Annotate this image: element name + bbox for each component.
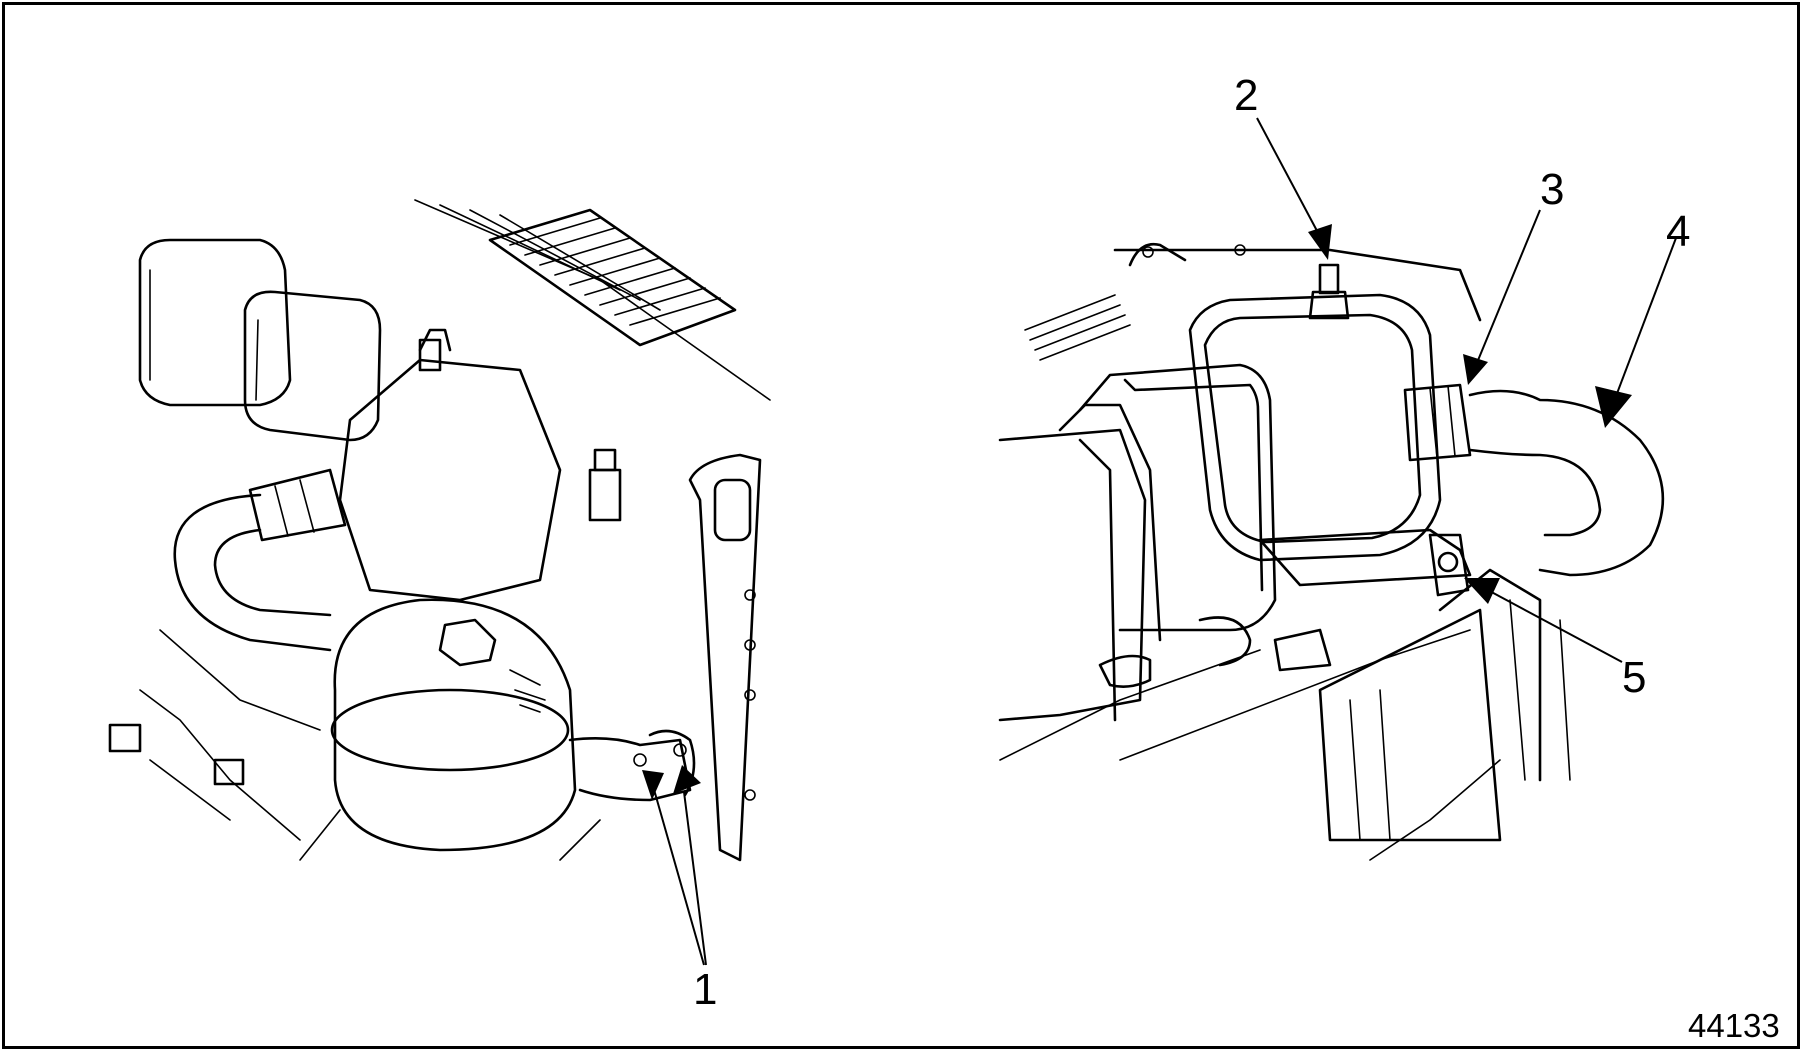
arrowhead-3 (1463, 354, 1488, 385)
right-engine-view (998, 242, 1665, 861)
callout-3: 3 (1540, 165, 1565, 214)
callout-2: 2 (1234, 71, 1259, 120)
coolant-hose-right (1403, 383, 1665, 577)
arrowhead-4 (1595, 386, 1632, 428)
left-engine-view (108, 199, 771, 862)
coolant-hose-left (173, 468, 347, 652)
ribbed-cover (488, 208, 737, 347)
callout-1: 1 (693, 965, 718, 1014)
figure-id-label: 44133 (1688, 1007, 1780, 1044)
callout-4: 4 (1666, 207, 1691, 256)
manifold-housing (1188, 293, 1442, 562)
arrowhead-5 (1464, 578, 1500, 604)
leader-lines (642, 117, 1677, 966)
arrowhead-1b (673, 765, 701, 794)
arrowhead-2 (1308, 224, 1332, 260)
callout-5: 5 (1622, 653, 1647, 702)
oil-filter-canister (330, 598, 577, 852)
arrowhead-1a (642, 770, 664, 800)
